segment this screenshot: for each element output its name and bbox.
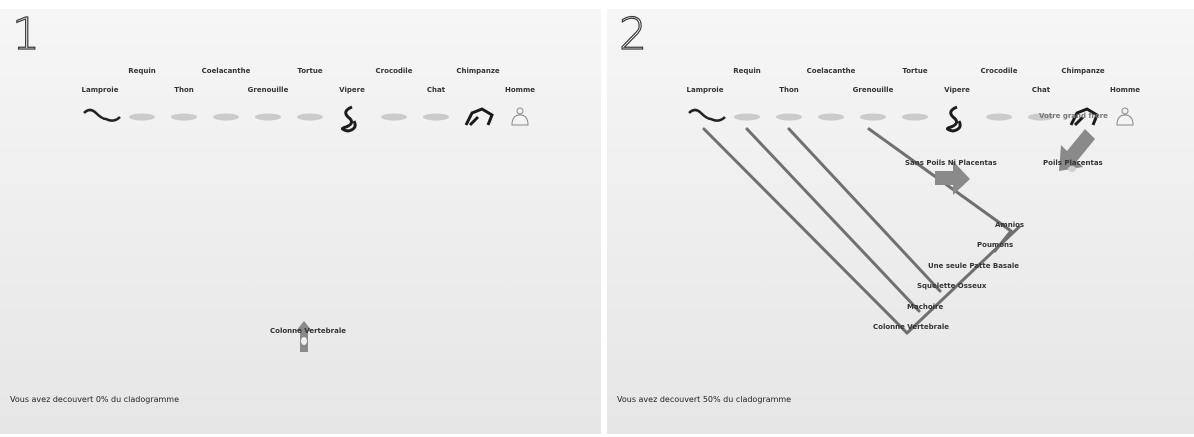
node-machoire[interactable]: Machoire: [907, 303, 943, 311]
node-colonne-vertebrale[interactable]: Colonne Vertebrale: [873, 323, 949, 331]
node-amnios[interactable]: Amnios: [995, 221, 1024, 229]
node-poumons[interactable]: Poumons: [977, 241, 1013, 249]
progress-status: Vous avez decouvert 50% du cladogramme: [617, 395, 791, 404]
arrow-down-left-icon[interactable]: [607, 9, 1194, 434]
node-patte-basale[interactable]: Une seule Patte Basale: [928, 262, 1019, 270]
node-colonne-vertebrale[interactable]: Colonne Vertebrale: [270, 327, 346, 335]
arrow-up-icon[interactable]: [0, 9, 601, 434]
node-sans-poils[interactable]: Sans Poils Ni Placentas: [905, 159, 997, 167]
node-poils-placentas[interactable]: Poils Placentas: [1043, 159, 1103, 167]
node-squelette-osseux[interactable]: Squelette Osseux: [917, 282, 986, 290]
progress-status: Vous avez decouvert 0% du cladogramme: [10, 395, 179, 404]
node-votre-grand-frere[interactable]: Votre grand frere: [1039, 112, 1108, 120]
